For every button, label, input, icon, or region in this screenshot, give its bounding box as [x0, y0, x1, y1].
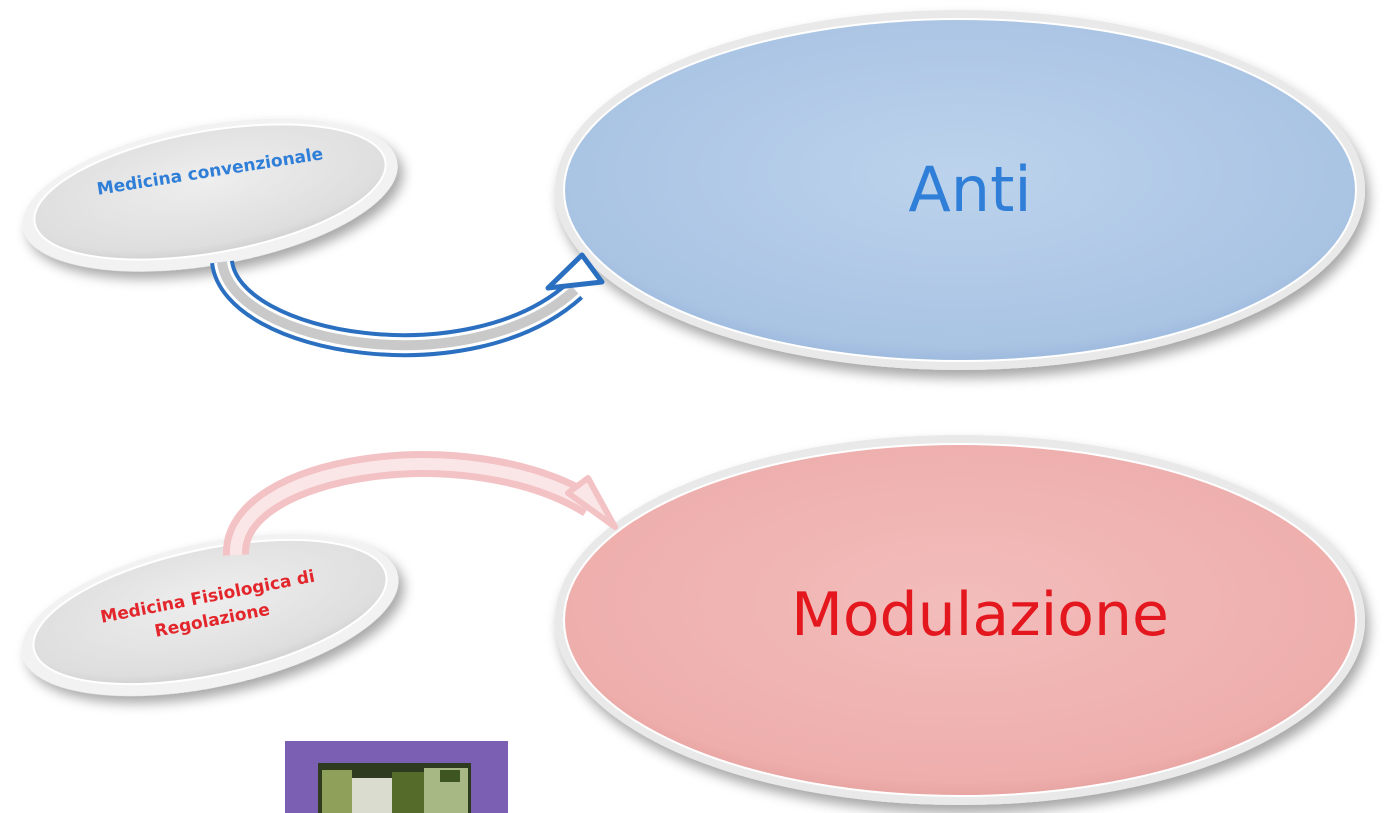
thumbnail-image	[285, 741, 508, 813]
modulazione-ellipse	[555, 435, 1365, 805]
medicina-fisiologica-ellipse	[21, 534, 399, 696]
blue-curved-arrow	[210, 252, 605, 358]
anti-ellipse	[555, 10, 1365, 370]
anti-label: Anti	[908, 153, 1032, 226]
pink-curved-arrow	[223, 451, 618, 556]
medicina-convenzionale-ellipse	[22, 118, 398, 272]
modulazione-label: Modulazione	[791, 580, 1169, 650]
